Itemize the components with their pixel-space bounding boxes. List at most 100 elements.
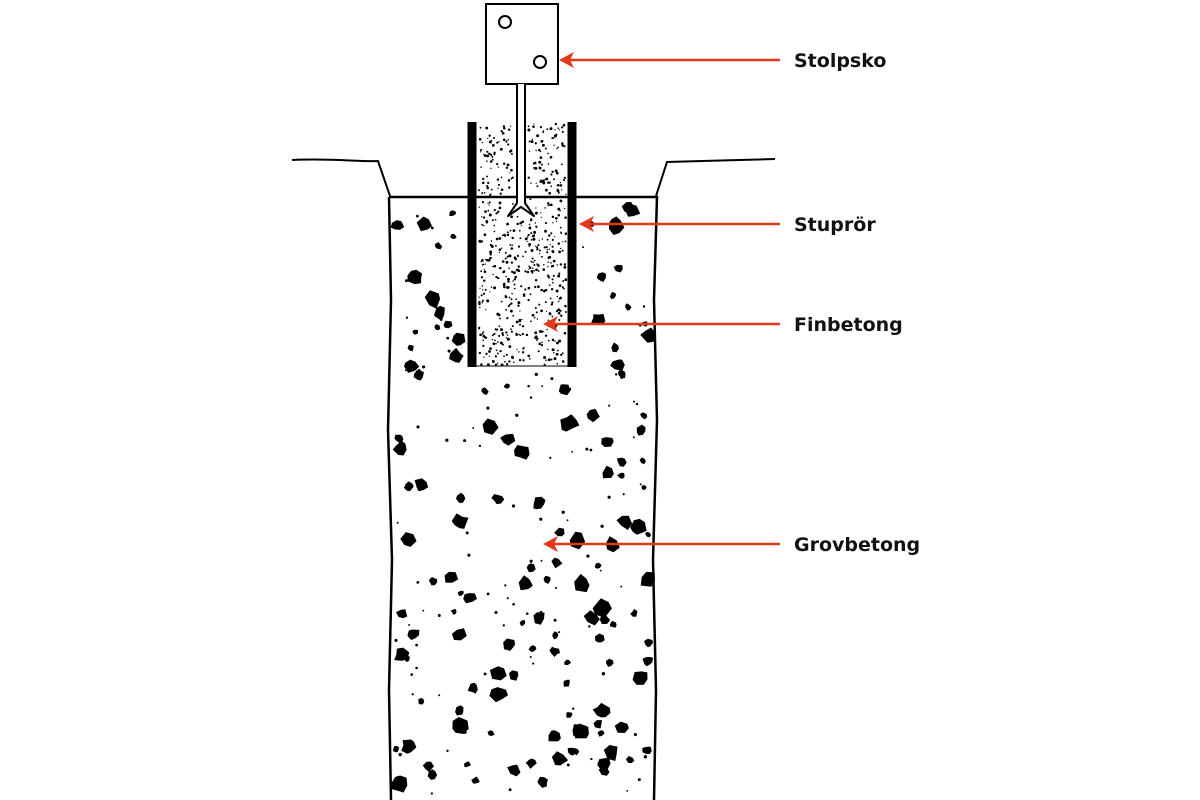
aggregate-grain: [521, 456, 524, 459]
aggregate-grain: [546, 248, 549, 251]
aggregate-stone: [551, 751, 569, 766]
aggregate-grain: [494, 363, 498, 366]
aggregate-grain: [519, 222, 522, 225]
aggregate-grain: [500, 363, 504, 366]
aggregate-grain: [556, 295, 559, 298]
aggregate-grain: [505, 331, 508, 334]
aggregate-grain: [550, 377, 554, 381]
aggregate-grain: [486, 363, 490, 366]
aggregate-grain: [547, 348, 549, 351]
arrow-head: [543, 536, 558, 552]
aggregate-grain: [552, 274, 555, 277]
hole-outline: [386, 195, 659, 800]
aggregate-stone: [554, 527, 565, 537]
aggregate-grain: [559, 209, 561, 212]
aggregate-grain: [541, 163, 543, 166]
aggregate-grain: [478, 239, 482, 243]
aggregate-grain: [430, 792, 434, 795]
aggregate-grain: [495, 328, 499, 331]
aggregate-grain: [555, 289, 559, 293]
aggregate-grain: [396, 521, 399, 524]
aggregate-stone: [487, 730, 495, 736]
aggregate-grain: [556, 184, 558, 187]
aggregate-grain: [590, 757, 593, 761]
aggregate-grain: [509, 172, 511, 174]
aggregate-grain: [510, 261, 514, 264]
aggregate-stone: [444, 571, 459, 583]
aggregate-grain: [620, 375, 624, 379]
aggregate-grain: [488, 350, 491, 353]
aggregate-grain: [511, 270, 514, 273]
aggregate-grain: [506, 231, 509, 234]
aggregate-grain: [467, 553, 471, 557]
aggregate-stone: [640, 571, 655, 587]
aggregate-grain: [501, 131, 505, 135]
aggregate-grain: [559, 263, 563, 266]
aggregate-grain: [505, 308, 508, 311]
aggregate-grain: [537, 264, 540, 267]
aggregate-grain: [542, 131, 544, 134]
aggregate-grain: [524, 237, 528, 241]
aggregate-grain: [538, 160, 542, 164]
aggregate-grain: [497, 183, 501, 186]
aggregate-grain: [502, 343, 505, 346]
aggregate-grain: [586, 554, 590, 558]
aggregate-grain: [491, 339, 494, 341]
aggregate-stone: [594, 562, 602, 569]
aggregate-grain: [527, 286, 531, 290]
aggregate-stone: [394, 434, 404, 443]
aggregate-grain: [494, 218, 497, 221]
arrow-grovbetong: [543, 536, 780, 552]
aggregate-grain: [544, 207, 546, 209]
aggregate-grain: [497, 341, 499, 343]
aggregate-grain: [520, 285, 523, 288]
aggregate-grain: [582, 246, 584, 249]
aggregate-grain: [486, 154, 490, 158]
aggregate-stone: [609, 291, 617, 300]
aggregate-grain: [553, 351, 555, 354]
aggregate-stone: [564, 659, 572, 666]
aggregate-grain: [547, 204, 549, 207]
aggregate-grain: [560, 247, 562, 250]
aggregate-grain: [508, 345, 512, 349]
bracket-plate: [485, 3, 559, 85]
downpipe-tube: [467, 122, 577, 367]
aggregate-stone: [424, 290, 441, 309]
aggregate-stone: [625, 756, 635, 764]
aggregate-grain: [512, 602, 515, 606]
aggregate-grain: [496, 362, 499, 365]
aggregate-grain: [507, 305, 510, 308]
aggregate-grain: [422, 365, 426, 369]
aggregate-grain: [539, 156, 543, 159]
aggregate-grain: [499, 196, 502, 199]
aggregate-grain: [526, 240, 528, 243]
aggregate-stone: [518, 575, 533, 591]
aggregate-grain: [557, 300, 560, 303]
aggregate-grain: [642, 305, 646, 308]
aggregate-grain: [545, 310, 548, 312]
aggregate-grain: [554, 340, 556, 342]
aggregate-grain: [561, 130, 564, 133]
aggregate-grain: [561, 142, 564, 145]
aggregate-stone: [640, 412, 648, 420]
coarse-aggregate-pattern: [391, 202, 655, 795]
aggregate-grain: [503, 286, 506, 289]
aggregate-grain: [547, 358, 551, 362]
aggregate-grain: [533, 316, 536, 319]
aggregate-stone: [481, 387, 489, 395]
aggregate-grain: [486, 592, 490, 596]
aggregate-grain: [483, 270, 487, 274]
aggregate-grain: [479, 306, 481, 309]
aggregate-grain: [532, 237, 536, 241]
aggregate-grain: [537, 244, 540, 247]
aggregate-grain: [557, 191, 560, 194]
aggregate-stone: [597, 730, 605, 737]
aggregate-grain: [535, 268, 538, 272]
aggregate-grain: [505, 166, 509, 170]
aggregate-stone: [392, 440, 407, 456]
aggregate-stone: [591, 313, 606, 325]
aggregate-grain: [536, 185, 539, 188]
aggregate-grain: [533, 263, 536, 266]
aggregate-grain: [498, 334, 501, 337]
aggregate-grain: [528, 266, 532, 269]
